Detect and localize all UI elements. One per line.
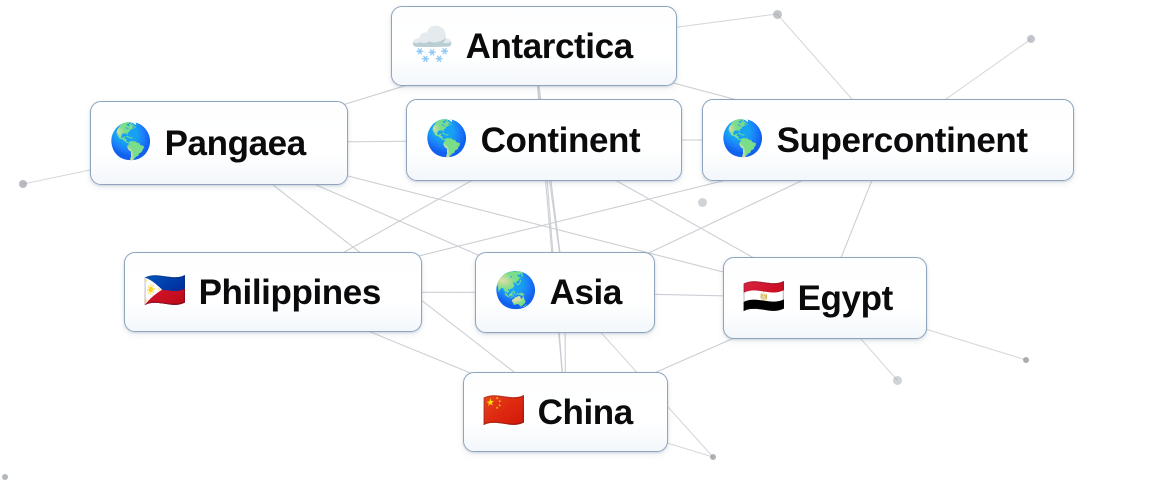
cloud-with-snow-icon: 🌨️ <box>410 24 454 65</box>
node-label: Pangaea <box>164 123 307 163</box>
dot-bottom-right <box>892 375 902 385</box>
dot-top-right-b <box>1027 35 1035 43</box>
node-supercontinent[interactable]: 🌎 Supercontinent <box>702 99 1074 181</box>
flag-china-icon: 🇨🇳 <box>482 390 526 431</box>
dot-left-mid <box>19 180 27 188</box>
dot-bottom-mid <box>709 453 717 461</box>
node-asia[interactable]: 🌏 Asia <box>475 252 655 333</box>
node-china[interactable]: 🇨🇳 China <box>463 372 668 452</box>
node-label: Antarctica <box>465 26 634 66</box>
node-label: China <box>537 392 634 432</box>
globe-americas-icon: 🌎 <box>109 121 153 162</box>
node-philippines[interactable]: 🇵🇭 Philippines <box>124 252 422 332</box>
node-continent[interactable]: 🌎 Continent <box>406 99 682 181</box>
node-label: Continent <box>480 120 641 160</box>
globe-asia-icon: 🌏 <box>494 271 538 311</box>
dot-top-right-a <box>772 9 782 19</box>
node-label: Asia <box>549 273 623 312</box>
flag-egypt-icon: 🇪🇬 <box>742 276 786 317</box>
globe-americas-icon: 🌎 <box>425 118 469 159</box>
node-label: Philippines <box>198 272 382 312</box>
dot-center <box>697 197 707 207</box>
flag-philippines-icon: 🇵🇭 <box>143 270 187 311</box>
node-pangaea[interactable]: 🌎 Pangaea <box>90 101 348 185</box>
node-egypt[interactable]: 🇪🇬 Egypt <box>723 257 927 339</box>
node-antarctica[interactable]: 🌨️ Antarctica <box>391 6 677 86</box>
globe-americas-icon: 🌎 <box>721 118 765 159</box>
node-label: Supercontinent <box>776 120 1028 160</box>
node-label: Egypt <box>797 278 894 318</box>
dot-bottom-left <box>1 473 9 481</box>
dot-right-low <box>1022 356 1030 364</box>
